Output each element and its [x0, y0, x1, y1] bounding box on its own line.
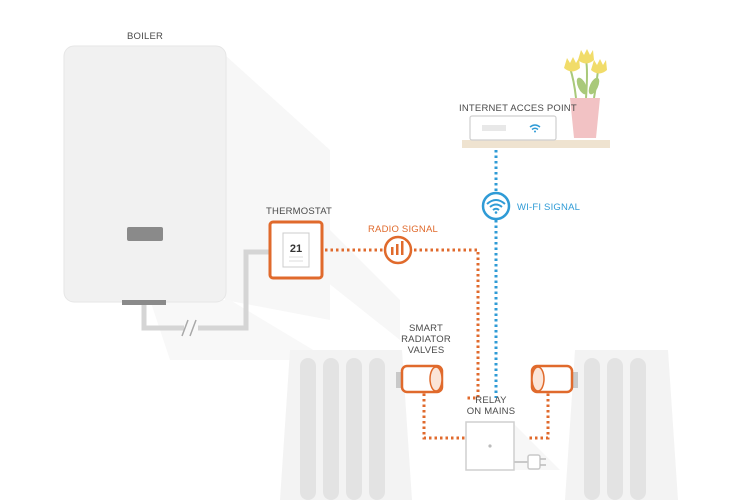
smart-radiator-valves-line3: VALVES — [407, 345, 445, 356]
boiler-icon — [63, 45, 227, 305]
relay-label-line2: ON MAINS — [466, 406, 516, 417]
radiator-icon — [565, 350, 678, 500]
radiator-icon — [280, 350, 412, 500]
shelf — [462, 140, 610, 148]
thermostat-icon — [268, 220, 324, 280]
router-icon — [469, 115, 557, 141]
boiler-thermostat-wire — [141, 249, 270, 337]
radio-signal-label: RADIO SIGNAL — [368, 224, 438, 235]
boiler-shadow — [225, 55, 330, 320]
valve-icon — [396, 364, 444, 394]
boiler-label: BOILER — [127, 31, 164, 42]
internet-access-point-label: INTERNET ACCES POINT — [459, 103, 577, 114]
smart-radiator-valves-line1: SMART — [408, 323, 444, 334]
relay-label-line1: RELAY — [475, 395, 507, 406]
valve-icon — [530, 364, 578, 394]
smart-radiator-valves-label: SMART RADIATOR VALVES — [396, 323, 456, 356]
plug-icon — [514, 454, 546, 470]
relay-icon — [465, 421, 560, 471]
relay-on-mains-label: RELAY ON MAINS — [456, 395, 526, 417]
wifi-signal-label: WI-FI SIGNAL — [517, 202, 581, 213]
wifi-icon — [481, 191, 511, 221]
thermostat-label: THERMOSTAT — [266, 206, 333, 217]
radio-signal-icon — [383, 235, 413, 265]
smart-radiator-valves-line2: RADIATOR — [401, 334, 451, 345]
thermostat-display: 21 — [290, 243, 302, 255]
flower-pot-icon — [564, 49, 607, 138]
